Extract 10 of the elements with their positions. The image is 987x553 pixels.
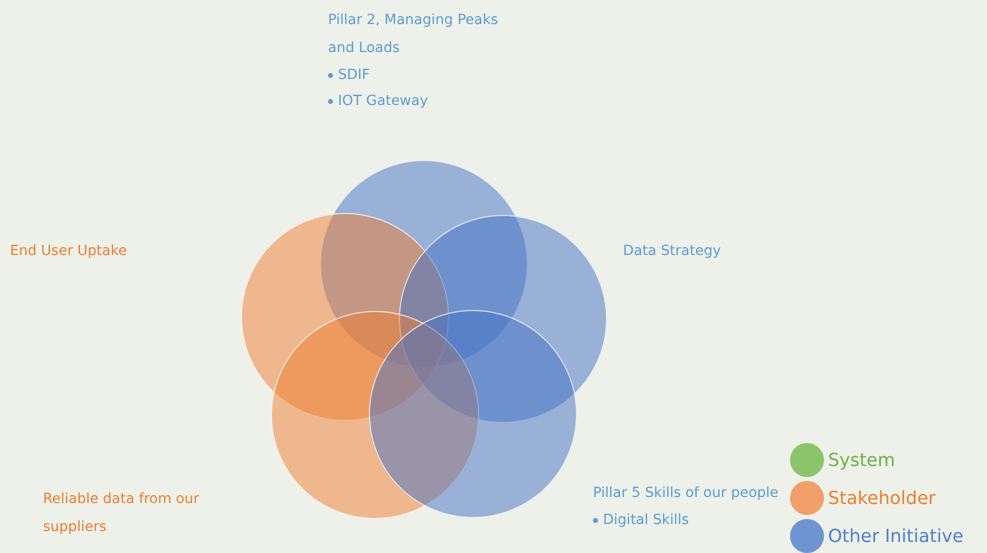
circle-caption: Pillar 2, Managing Peaks and Loads	[328, 11, 500, 58]
caption-text: Reliable data from our suppliers	[43, 490, 200, 537]
circle-caption: Data Strategy	[623, 242, 722, 261]
bullet-item: SDIF	[328, 62, 523, 88]
circle-caption: Pillar 5 Skills of our people	[593, 484, 780, 503]
legend-label: Other Initiative	[828, 526, 964, 546]
legend-label: System	[828, 450, 896, 470]
bullet-item: IOT Gateway	[328, 88, 523, 114]
caption-text: End User Uptake	[10, 242, 128, 261]
legend-label: Stakeholder	[828, 488, 936, 508]
